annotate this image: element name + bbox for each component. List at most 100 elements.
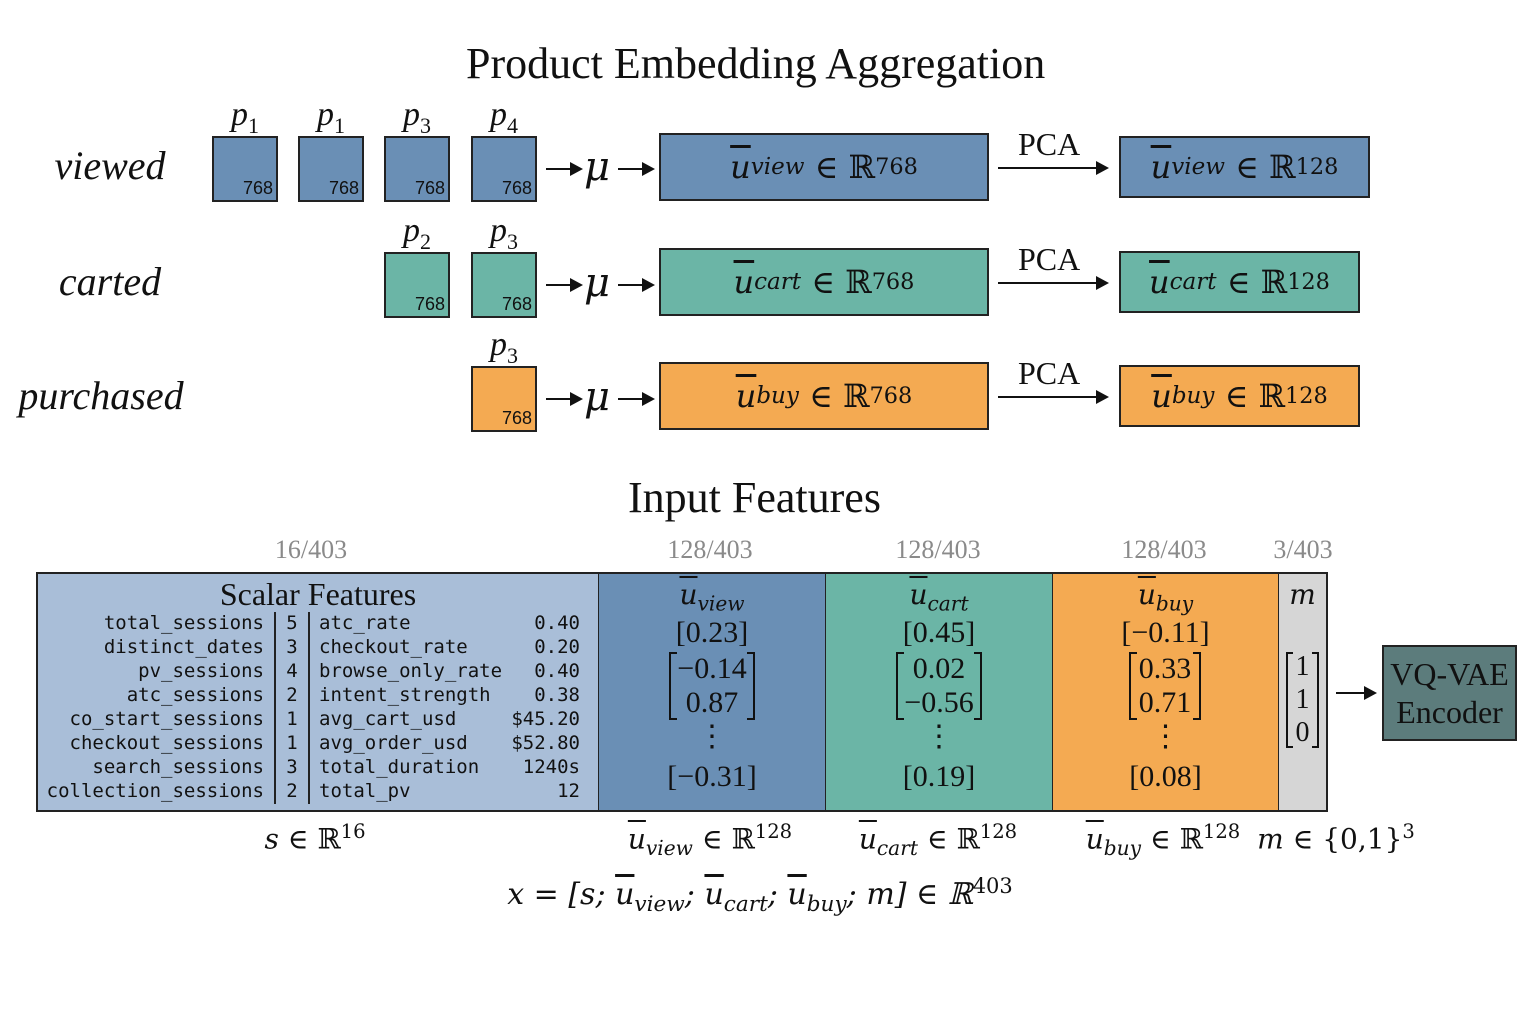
vector-ellipsis: ⋮ — [1150, 720, 1181, 753]
arrowhead-icon — [642, 392, 655, 406]
feature-value: 0.38 — [534, 684, 580, 706]
feature-value: 4 — [286, 660, 298, 682]
row-label-carted: carted — [58, 259, 162, 304]
feature-name: total_duration — [319, 756, 480, 778]
dim-label: 768 — [501, 294, 532, 314]
label-u-cart: ucart ∈ ℝ128 — [858, 820, 1018, 860]
arrowhead-icon — [642, 278, 655, 292]
arrowhead-icon — [642, 162, 655, 176]
vector-last-entry: [−0.31] — [667, 760, 757, 793]
scalar-features-title: Scalar Features — [219, 576, 417, 612]
divider — [308, 612, 310, 804]
mask-segment: m 1 1 0 — [1279, 574, 1326, 810]
feature-name: atc_sessions — [126, 684, 264, 706]
bracket-right — [974, 652, 982, 720]
segment-fraction-mask: 3/403 — [1273, 535, 1333, 564]
vector-entry: 0.87 — [685, 686, 739, 719]
arrow — [618, 168, 644, 170]
feature-name: total_pv — [319, 780, 411, 802]
product-embedding-box: 768 — [298, 136, 364, 202]
vector-ellipsis: ⋮ — [697, 720, 727, 753]
vq-vae-encoder: VQ-VAE Encoder — [1382, 645, 1517, 741]
bracket-right — [1312, 652, 1319, 748]
feature-name: co_start_sessions — [69, 708, 264, 730]
vector-last-entry: [0.19] — [902, 760, 976, 793]
feature-value: $45.20 — [511, 708, 580, 730]
view-embedding-segment: uview [0.23] −0.14 0.87 ⋮ [−0.31] — [599, 574, 827, 810]
segment-fraction-cart: 128/403 — [895, 535, 981, 564]
section-title-input-features: Input Features — [628, 473, 881, 522]
arrowhead-icon — [1096, 161, 1109, 175]
vector-ellipsis: ⋮ — [924, 720, 954, 753]
feature-name: intent_strength — [319, 684, 491, 706]
product-embedding-box: 768 — [384, 252, 450, 318]
bracket-left — [1129, 652, 1137, 720]
cart-embedding-segment: ucart [0.45] 0.02 −0.56 ⋮ [0.19] — [826, 574, 1054, 810]
vector-first-entry: [0.23] — [675, 616, 749, 649]
arrow — [546, 284, 572, 286]
feature-value: 3 — [286, 636, 298, 658]
product-embedding-box: 768 — [471, 136, 537, 202]
arrowhead-icon — [1096, 276, 1109, 290]
bracket-left — [1286, 652, 1293, 748]
segment-header: uview — [679, 578, 745, 616]
scalar-features-segment: Scalar Features total_sessions distinct_… — [38, 574, 600, 810]
divider — [274, 612, 276, 804]
feature-value: 1 — [286, 708, 298, 730]
mean-symbol: μ — [584, 374, 610, 420]
concatenation-formula: x = [s; uview; ucart; ubuy; m] ∈ ℝ403 — [507, 874, 1013, 917]
feature-name: checkout_sessions — [69, 732, 264, 754]
pca-arrow — [998, 282, 1098, 284]
feature-value: 1 — [286, 732, 298, 754]
dim-label: 768 — [501, 178, 532, 198]
bracket-right — [1193, 652, 1201, 720]
bracket-left — [896, 652, 904, 720]
segment-fraction-view: 128/403 — [667, 535, 753, 564]
segment-fraction-buy: 128/403 — [1121, 535, 1207, 564]
feature-value: 2 — [286, 780, 298, 802]
feature-value: 5 — [286, 612, 298, 634]
feature-name: avg_cart_usd — [319, 708, 457, 730]
arrow — [618, 284, 644, 286]
vector-entry: 0.71 — [1138, 686, 1192, 719]
arrow — [618, 398, 644, 400]
pca-label: PCA — [1018, 126, 1081, 162]
vector-first-entry: [−0.11] — [1121, 616, 1210, 649]
feature-name: distinct_dates — [103, 636, 264, 658]
segment-header: ubuy — [1137, 578, 1194, 616]
product-label: p3 — [490, 326, 518, 368]
mask-entry: 0 — [1295, 717, 1310, 748]
segment-header: ucart — [909, 578, 969, 616]
scalar-right-values: 0.40 0.20 0.40 0.38 $45.20 $52.80 1240s … — [502, 611, 580, 803]
feature-value: 12 — [557, 780, 580, 802]
feature-value: 0.20 — [534, 636, 580, 658]
product-label: p3 — [490, 212, 518, 254]
pca-arrow — [998, 396, 1098, 398]
arrowhead-icon — [570, 162, 583, 176]
scalar-left-values: 5 3 4 2 1 1 3 2 — [278, 611, 306, 803]
pca-arrow — [998, 167, 1098, 169]
dim-label: 768 — [414, 178, 445, 198]
product-label: p1 — [317, 96, 345, 138]
feature-value: 2 — [286, 684, 298, 706]
mask-entry: 1 — [1295, 651, 1310, 682]
vector-entry: 0.33 — [1138, 652, 1192, 685]
segment-header: m — [1289, 578, 1316, 611]
product-embedding-box: 768 — [212, 136, 278, 202]
label-m: m ∈ {0,1}3 — [1257, 820, 1415, 856]
feature-name: total_sessions — [103, 612, 264, 634]
dim-label: 768 — [242, 178, 273, 198]
vector-entry: −0.14 — [677, 652, 747, 685]
feature-value: $52.80 — [511, 732, 580, 754]
arrow — [546, 398, 572, 400]
feature-name: avg_order_usd — [319, 732, 468, 754]
row-label-viewed: viewed — [54, 143, 166, 188]
label-s: s ∈ ℝ16 — [264, 820, 366, 856]
feature-value: 0.40 — [534, 612, 580, 634]
arrowhead-icon — [1364, 686, 1377, 700]
feature-value: 1240s — [522, 756, 580, 778]
